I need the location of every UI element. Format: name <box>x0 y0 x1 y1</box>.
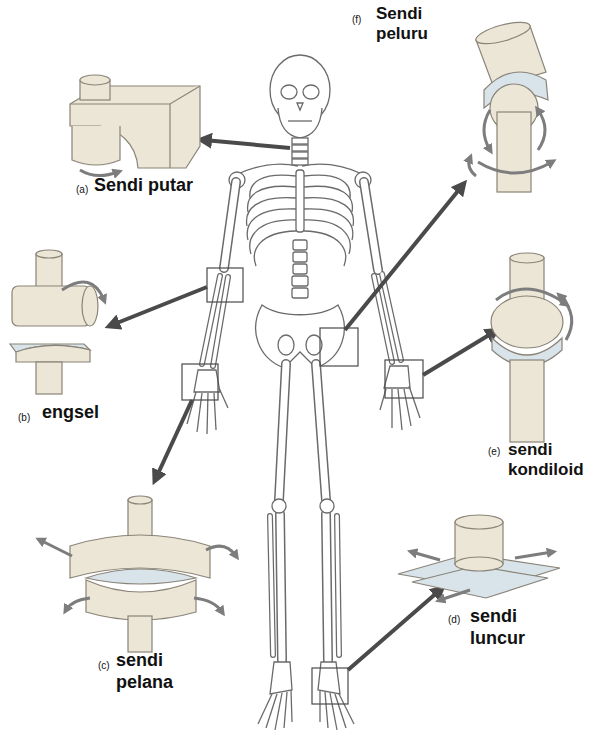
joint-label: sendi luncur <box>470 606 550 649</box>
callout-letter: (a) <box>76 184 88 196</box>
joint-label: sendi pelana <box>116 650 196 693</box>
ball-socket-joint-model <box>469 18 552 192</box>
callout-letter: (e) <box>488 446 500 458</box>
pivot-joint-model <box>70 75 200 176</box>
joint-label: Sendi putar <box>94 175 193 197</box>
callout-letter: (f) <box>352 14 361 26</box>
callout-letter: (d) <box>448 614 460 626</box>
joint-label: sendi kondiloid <box>508 440 592 481</box>
saddle-joint-model <box>40 496 236 652</box>
joint-label: Sendi peluru <box>376 4 456 45</box>
hinge-joint-model <box>10 250 104 394</box>
condyloid-joint-model <box>491 253 572 442</box>
callout-letter: (c) <box>98 660 110 672</box>
gliding-joint-model <box>398 515 560 600</box>
joint-label: engsel <box>42 402 99 424</box>
callout-letter: (b) <box>18 412 30 424</box>
